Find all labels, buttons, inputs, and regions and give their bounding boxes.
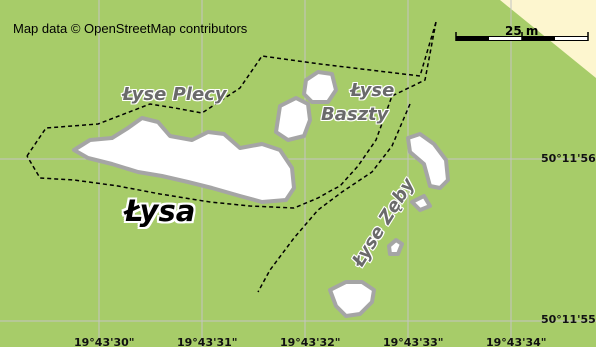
- scale-bar: [455, 32, 589, 41]
- boundary-lysa: [26, 21, 437, 209]
- rock-zeby-3: [387, 238, 404, 256]
- rock-zeby-2: [410, 194, 432, 212]
- grid-label-lat-1: 50°11'56": [541, 152, 596, 165]
- label-lyse-plecy: Łyse Plecy: [122, 84, 227, 105]
- grid-label-lat-2: 50°11'55": [541, 313, 596, 326]
- rock-zeby-1: [406, 132, 450, 190]
- label-lyse-baszty-line1: Łyse: [350, 80, 395, 101]
- grid-label-lon-2: 19°43'31": [177, 336, 238, 347]
- label-lyse-baszty-line2: Baszty: [321, 104, 389, 125]
- grid-label-lon-1: 19°43'30": [74, 336, 135, 347]
- grid-label-lon-3: 19°43'32": [280, 336, 341, 347]
- grid-label-lon-4: 19°43'33": [383, 336, 444, 347]
- scale-label: 25 m: [505, 24, 539, 38]
- label-lysa: Łysa: [124, 194, 196, 228]
- map-attribution: Map data © OpenStreetMap contributors: [13, 21, 248, 36]
- grid-label-lon-5: 19°43'34": [486, 336, 547, 347]
- boundary-zeby: [257, 103, 411, 293]
- rock-zeby-4: [328, 280, 376, 318]
- rock-lysa: [72, 116, 296, 204]
- rock-baszty-2: [302, 70, 338, 104]
- rock-baszty-1: [274, 96, 312, 142]
